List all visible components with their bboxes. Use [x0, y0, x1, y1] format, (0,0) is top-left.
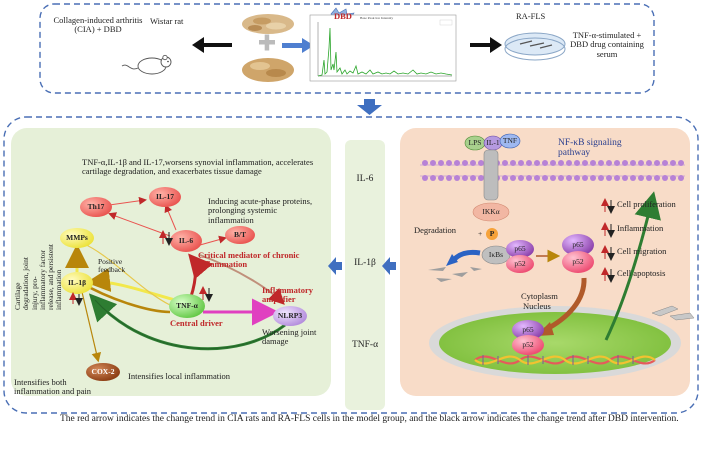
node-il17	[149, 187, 181, 207]
nucleus-label: Nucleus	[523, 301, 551, 311]
label-il1: IL-1	[486, 138, 500, 147]
node-phospho	[486, 228, 498, 240]
il6-to-bt-arrow	[199, 235, 227, 246]
receptor-channel	[483, 149, 499, 201]
label-th17: Th17	[87, 202, 105, 211]
outcome-inflammation: Inflammation	[617, 223, 664, 233]
receptor-tnf	[499, 133, 521, 149]
il6-role-label: Critical mediator of chronic inflammatio…	[198, 250, 300, 270]
label-ikbs: IκBs	[488, 250, 504, 259]
joint-damage-note: Worsening joint damage	[262, 327, 317, 347]
label-tnf: TNF	[502, 136, 518, 145]
outcome-proliferation: Cell proliferation	[617, 199, 676, 209]
node-ikka	[472, 202, 510, 222]
complex2-p65	[562, 234, 594, 256]
complex3-p52	[512, 335, 544, 355]
complex2-p52	[562, 251, 594, 273]
rat-icon	[121, 54, 172, 75]
tnfa-trend-arrows	[199, 286, 213, 302]
down-flow-arrow	[357, 99, 382, 115]
chromatogram	[309, 14, 457, 82]
complex1-p65	[506, 240, 534, 258]
right-to-middle-arrow	[382, 257, 396, 275]
debris-fragments	[428, 267, 482, 282]
label-mmps: MMPs	[66, 233, 88, 242]
node-tnfa	[169, 294, 205, 318]
mid-cytokine-il6: IL-6	[356, 174, 374, 184]
middle-column-bg	[345, 140, 385, 410]
pathway-title: NF-κB signaling pathway	[558, 138, 622, 159]
chromatogram-title: Base Peak Ion Intensity	[360, 16, 394, 20]
back-arrow	[192, 37, 232, 53]
cell-fragment-icons	[651, 305, 695, 321]
mid-cytokine-il1b: IL-1β	[354, 258, 376, 268]
dbd-badge-label: DBD	[334, 11, 352, 21]
animal-label: Wistar rat	[150, 16, 184, 26]
positive-feedback-note: Positive feedback	[98, 257, 126, 275]
herb-image-top	[242, 14, 294, 34]
outcome-migration: Cell migration	[617, 246, 667, 256]
label-plus: +	[478, 229, 483, 238]
label-p52-3: p52	[522, 340, 534, 349]
label-cox2: COX-2	[91, 367, 115, 376]
dna-helix	[474, 355, 656, 365]
node-il6	[170, 230, 202, 252]
il1b-to-cox2-arrow	[81, 291, 102, 363]
node-th17	[80, 197, 112, 217]
outcome-trend-arrows	[601, 198, 615, 283]
tnfa-to-il1b-arrow	[86, 268, 176, 302]
middle-to-left-arrow	[328, 257, 342, 275]
node-nlrp3	[273, 306, 307, 326]
label-ikka: IKKα	[482, 207, 500, 216]
il6-to-il17-arrow	[164, 204, 177, 231]
cox2-note: Intensifies both inflammation and pain	[14, 377, 91, 397]
herb-image-bottom	[242, 58, 294, 82]
petri-dish-icon	[504, 32, 566, 61]
il6-trend-arrows	[159, 230, 173, 246]
label-p65-3: p65	[522, 325, 534, 334]
label-bt: B/T	[233, 230, 247, 239]
left-top-note: TNF-α,IL-1β and IL-17,worsens synovial i…	[82, 157, 314, 177]
label-il1b: IL-1β	[67, 278, 87, 287]
acute-phase-note: Inducing acute-phase proteins, prolongin…	[208, 196, 313, 225]
label-tnfa: TNF-α	[176, 301, 198, 310]
label-phospho: P	[489, 229, 495, 238]
complex3-p65	[512, 320, 544, 340]
il1b-trend-arrows	[69, 292, 83, 306]
mid-cytokine-tnfa: TNF-α	[351, 340, 379, 350]
nlrp3-role-label: Inflammatory amplifier	[262, 285, 313, 305]
stimulation-label: TNF-α-stimulated + DBD drug containing s…	[570, 30, 644, 59]
label-il17: IL-17	[156, 192, 174, 201]
label-lps: LPS	[468, 138, 482, 147]
degradation-label: Degradation	[414, 225, 457, 235]
il6-to-nlrp3-arrow	[199, 254, 285, 305]
left-vertical-note: Cartilage degradation, joint injury, pro…	[13, 243, 64, 310]
label-p65-2: p65	[572, 240, 584, 249]
label-il6: IL-6	[178, 236, 194, 245]
label-nlrp3: NLRP3	[277, 311, 303, 320]
expression-arrow	[604, 191, 661, 341]
mmps-feedback-line	[83, 243, 171, 306]
flow-arrow-right	[470, 37, 502, 53]
node-mmps	[60, 228, 94, 248]
outcome-apoptosis: Cell apoptosis	[617, 268, 666, 278]
flow-arrow-top	[282, 38, 314, 53]
node-cox2	[86, 363, 120, 381]
node-il1b	[61, 272, 93, 294]
disease-label: Collagen-induced arthritis (CIA) + DBD	[53, 15, 143, 35]
label-p65-1: p65	[514, 244, 526, 253]
complex1-p52	[506, 255, 534, 273]
cytoplasm-label: Cytoplasm	[521, 291, 558, 301]
tnfa-role-label: Central driver	[170, 318, 223, 328]
local-inflammation-note: Intensifies local inflammation	[128, 371, 230, 381]
label-p52-1: p52	[514, 259, 526, 268]
cells-label: RA-FLS	[516, 11, 546, 21]
plus-icon	[259, 34, 275, 51]
label-p52-2: p52	[572, 257, 584, 266]
node-bt	[225, 226, 255, 244]
figure-caption: The red arrow indicates the change trend…	[60, 414, 679, 424]
